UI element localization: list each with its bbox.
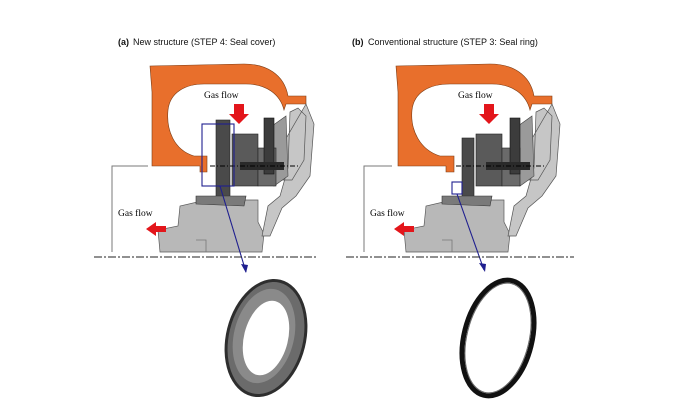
panel-b-wheel-step <box>442 239 453 252</box>
panel-b-gas-flow-top-label: Gas flow <box>458 90 493 101</box>
panel-b-seal-ring-inner-edge <box>464 282 532 394</box>
panel-a-tag: (a) <box>118 37 129 47</box>
panel-a-plate <box>263 117 275 175</box>
panel-b-gas-flow-left-arrow <box>394 222 414 236</box>
panel-a-seal-cover-detail <box>224 278 308 398</box>
panel-a-turbine <box>157 199 265 253</box>
panel-a-pointer-line <box>219 185 247 273</box>
panel-a-outline <box>111 165 148 252</box>
panel-a-gas-flow-top-label: Gas flow <box>204 90 239 101</box>
panel-b-gas-flow-down-arrow <box>479 104 499 124</box>
panel-a-wheel-step <box>196 239 207 252</box>
panel-b-title: Conventional structure (STEP 3: Seal rin… <box>368 37 538 47</box>
panel-b-seal-plate <box>461 137 475 201</box>
panel-b-pointer-arrowhead <box>479 263 486 272</box>
panel-a-housing <box>149 63 307 173</box>
panel-a-backplate <box>195 195 247 207</box>
panel-b-housing <box>395 63 553 173</box>
panel-b-turbine <box>403 199 511 253</box>
panel-a-gas-flow-left-arrow <box>146 222 166 236</box>
panel-a-gas-flow-down-arrow <box>229 104 249 124</box>
panel-b-nozzle <box>517 115 535 187</box>
panel-a-seal-cover-hole <box>242 300 290 376</box>
panel-b-tag: (b) <box>352 37 364 47</box>
panel-a-title: New structure (STEP 4: Seal cover) <box>133 37 275 47</box>
panel-b-seal-ring-detail <box>459 277 537 399</box>
panel-b-plate <box>509 117 521 175</box>
panel-b-outline <box>363 165 392 252</box>
panel-b-highlight-box <box>451 181 463 195</box>
panel-b-seal-ring-body <box>459 277 537 399</box>
panel-b-hub <box>475 133 503 187</box>
panel-b-gas-flow-side-label: Gas flow <box>370 208 405 219</box>
panel-a-pointer-arrowhead <box>241 264 248 273</box>
panel-a-highlight-box <box>201 123 235 187</box>
panel-a-seal-cover-section <box>215 119 231 201</box>
panel-b: (b) Conventional structure (STEP 3: Seal… <box>346 37 574 399</box>
panel-a-gas-flow-side-label: Gas flow <box>118 208 153 219</box>
panel-a: (a) New structure (STEP 4: Seal cover) G… <box>94 37 318 398</box>
panel-b-backplate <box>441 195 493 207</box>
panel-a-hub <box>231 133 259 187</box>
